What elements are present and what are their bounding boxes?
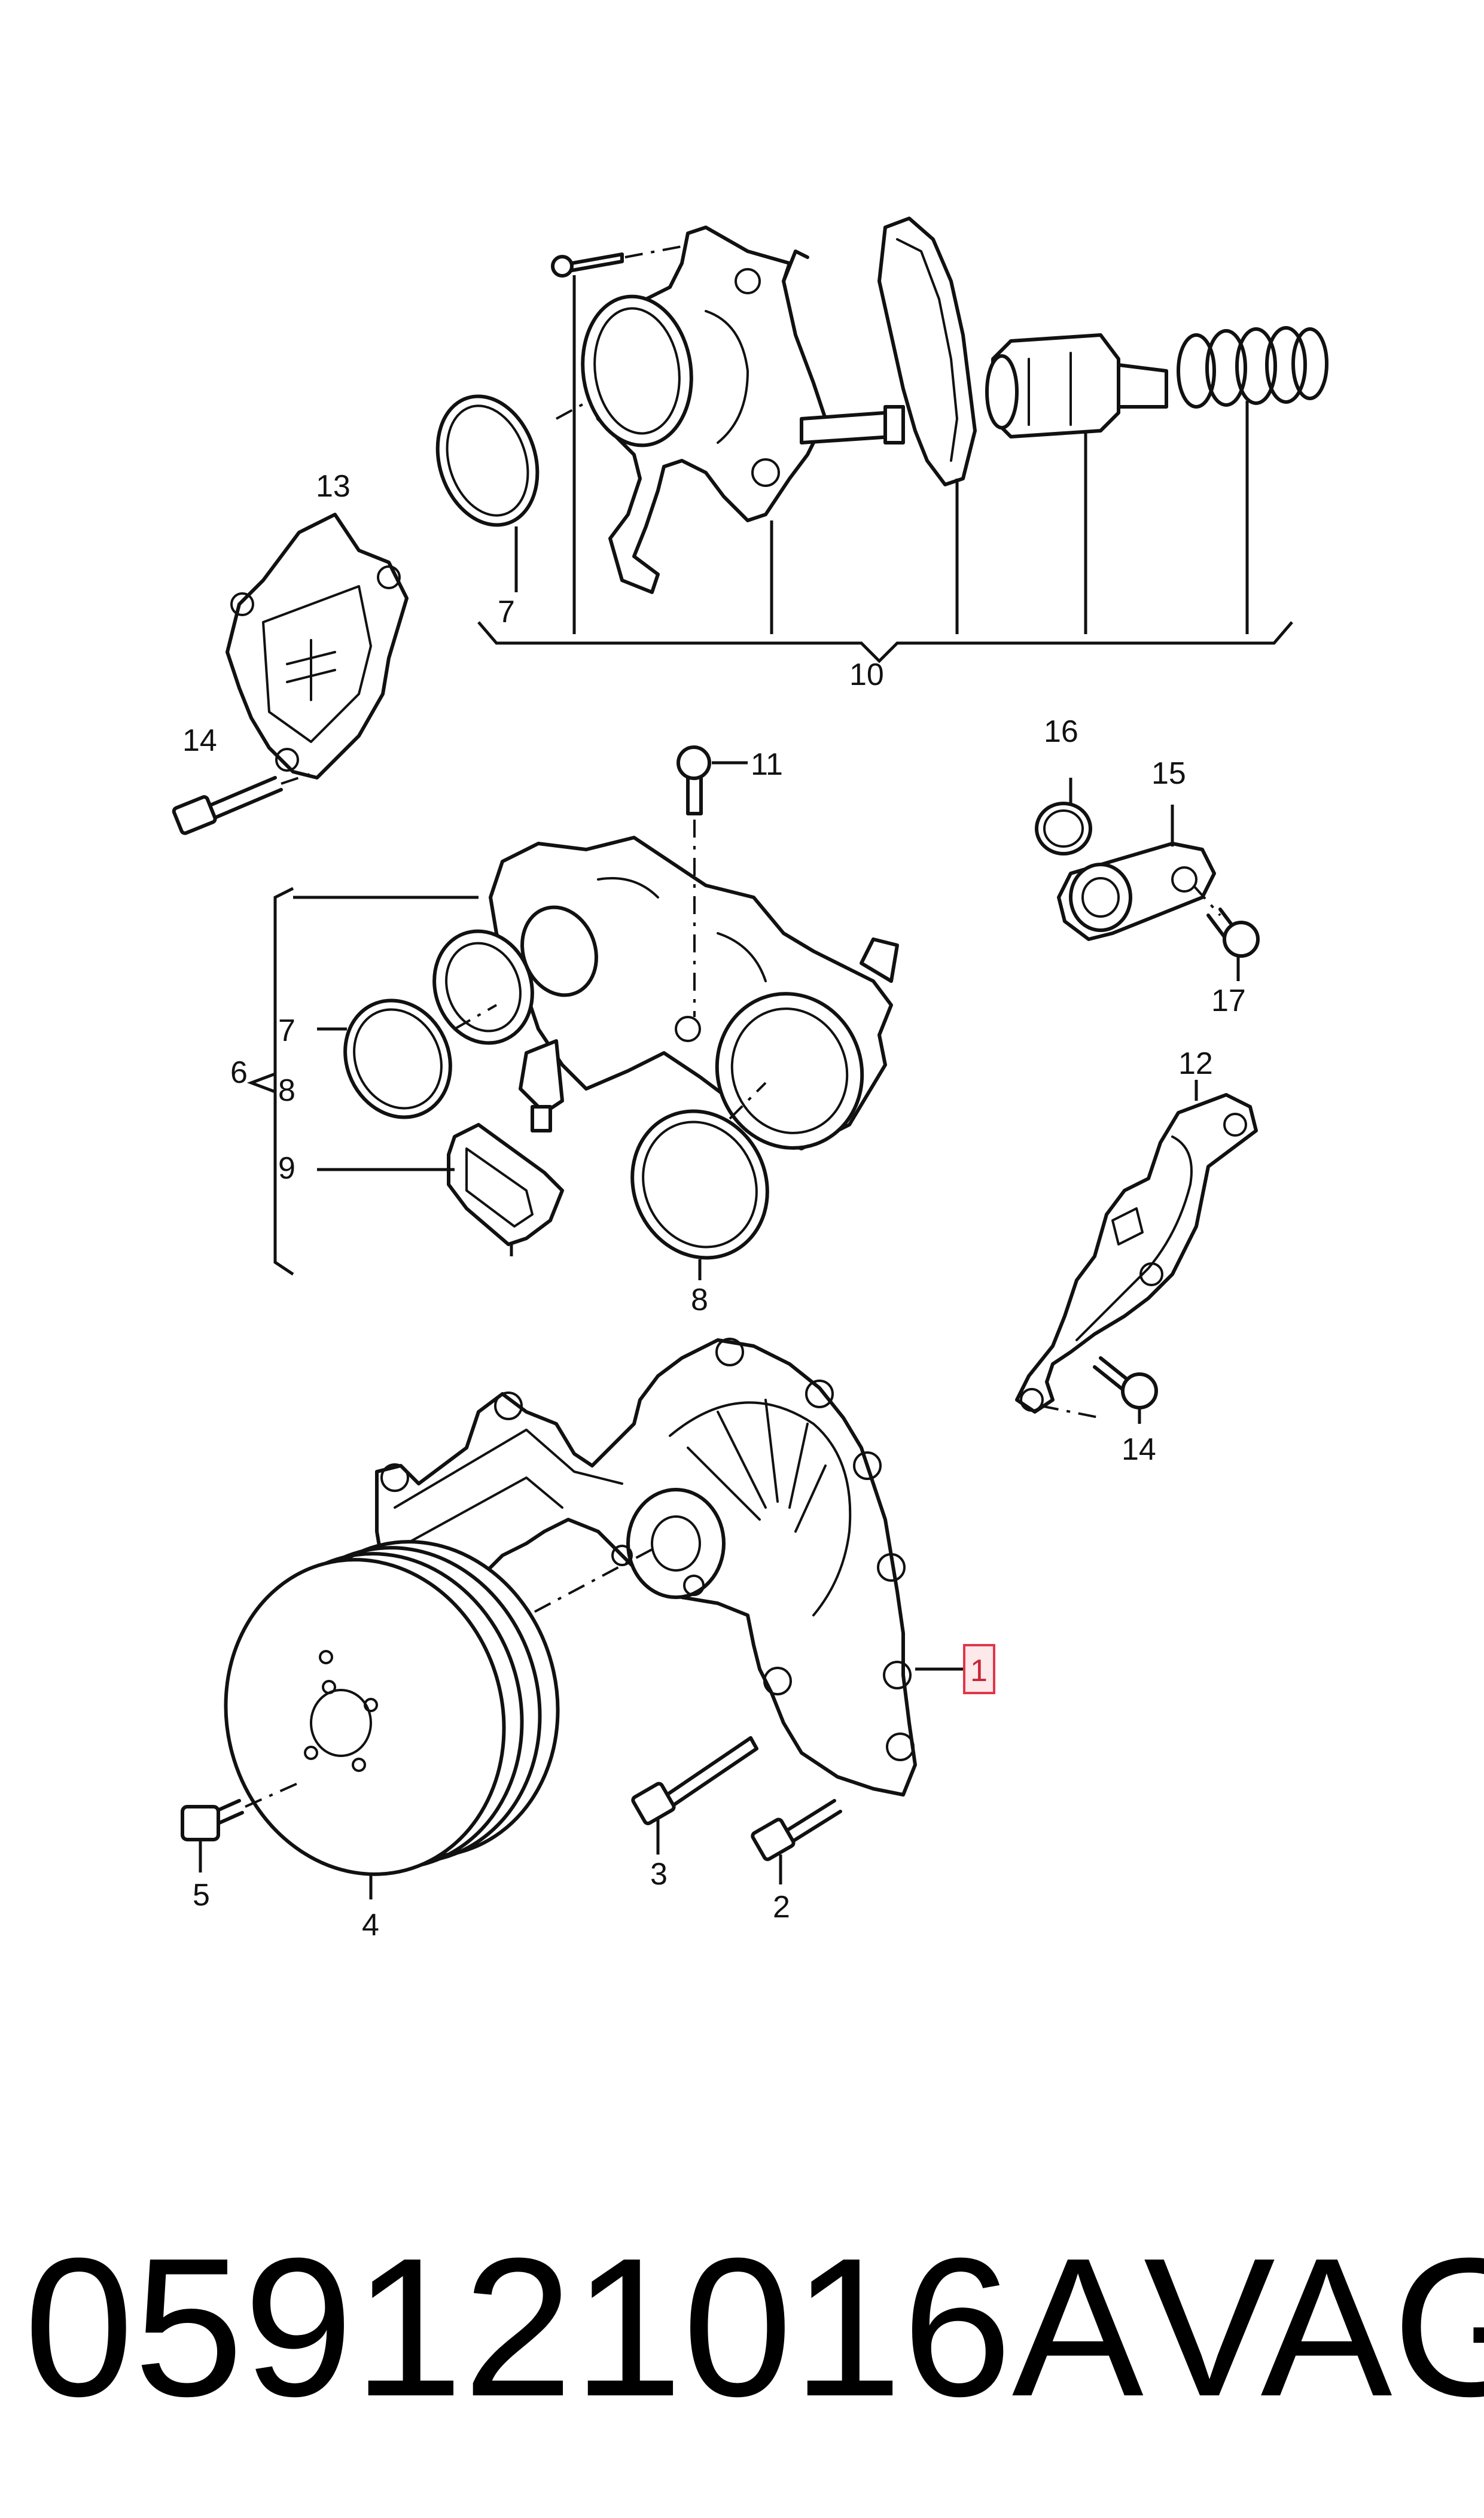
housing-bolt bbox=[551, 252, 624, 278]
upper-cover-plate bbox=[226, 513, 409, 780]
long-pump-bolt bbox=[631, 1736, 758, 1825]
cover-bolt-lower bbox=[1093, 1356, 1158, 1409]
thermostat-insert bbox=[985, 333, 1168, 439]
callout-4: 4 bbox=[362, 1908, 379, 1942]
small-o-ring bbox=[1035, 802, 1092, 855]
callout-7-middle: 7 bbox=[278, 1013, 295, 1048]
o-ring-right bbox=[630, 1109, 769, 1260]
housing-gasket bbox=[877, 217, 977, 486]
cover-bolt-upper bbox=[172, 776, 283, 835]
lower-cover-plate bbox=[1015, 1093, 1258, 1414]
pipe-housing-bolt bbox=[677, 745, 711, 815]
callout-5: 5 bbox=[193, 1878, 210, 1913]
callout-10: 10 bbox=[849, 657, 884, 692]
callout-8-left: 8 bbox=[278, 1073, 295, 1108]
o-ring-top bbox=[435, 394, 540, 527]
callout-8-right: 8 bbox=[691, 1283, 708, 1317]
callout-14-upper: 14 bbox=[182, 723, 217, 758]
thermostat-housing bbox=[581, 226, 827, 594]
callout-13: 13 bbox=[316, 469, 351, 504]
coolant-pipe-housing bbox=[432, 836, 899, 1150]
highlighted-callout-box bbox=[963, 1644, 995, 1694]
callout-9: 9 bbox=[278, 1151, 295, 1186]
short-pump-bolt bbox=[751, 1799, 842, 1861]
callout-1-highlighted: 1 bbox=[970, 1654, 988, 1688]
callout-15: 15 bbox=[1151, 756, 1186, 791]
thermostat-housing-assembly bbox=[435, 217, 1328, 663]
callout-6: 6 bbox=[230, 1055, 248, 1090]
callout-12: 12 bbox=[1178, 1046, 1213, 1081]
thermostat-spring bbox=[1177, 326, 1328, 409]
part-number: 059121016A bbox=[24, 2216, 1144, 2437]
part-number-footer: 059121016A VAG bbox=[24, 2213, 1484, 2441]
brand-name: VAG bbox=[1143, 2216, 1484, 2437]
connecting-flange bbox=[1057, 842, 1216, 941]
callout-11: 11 bbox=[751, 747, 783, 782]
pulley bbox=[224, 1540, 560, 1876]
callout-3: 3 bbox=[650, 1857, 668, 1892]
callout-14-lower: 14 bbox=[1122, 1432, 1156, 1467]
callout-7-top: 7 bbox=[498, 595, 515, 629]
callout-2: 2 bbox=[773, 1890, 790, 1925]
flange-bolt bbox=[1206, 908, 1260, 958]
water-pump bbox=[375, 1338, 917, 1797]
o-ring-middle bbox=[343, 998, 452, 1119]
pulley-bolt bbox=[181, 1799, 244, 1841]
callout-17: 17 bbox=[1211, 984, 1246, 1018]
callout-16: 16 bbox=[1044, 714, 1078, 749]
